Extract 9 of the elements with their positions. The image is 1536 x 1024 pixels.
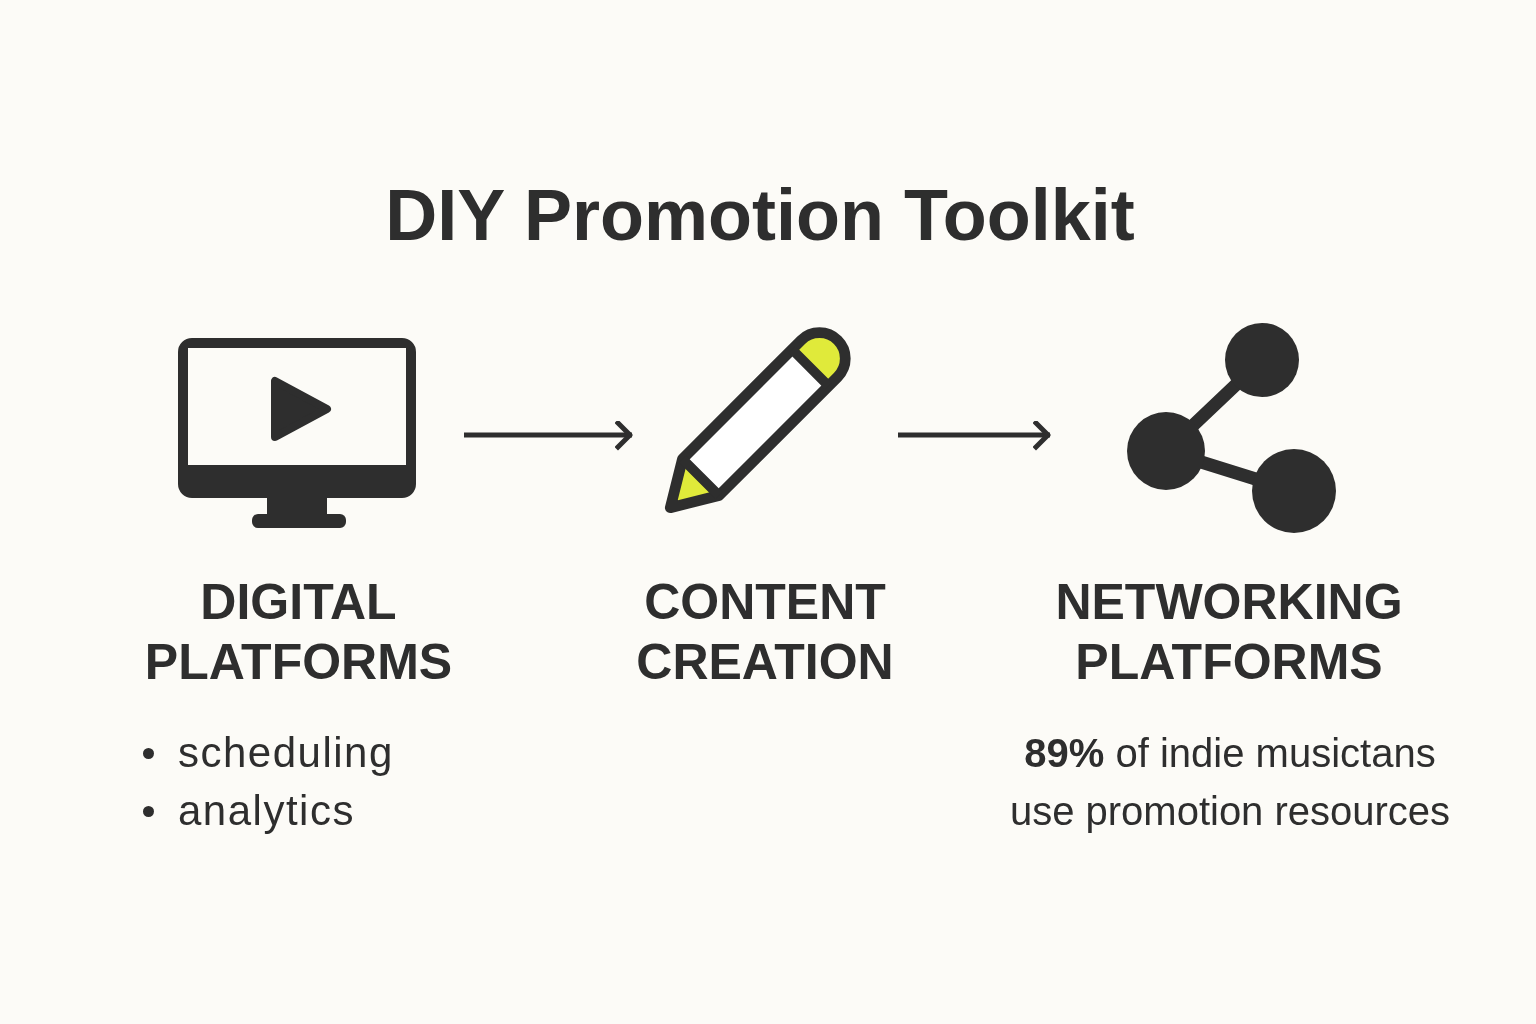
list-item-text: analytics bbox=[178, 786, 355, 836]
step-heading: CONTENT CREATION bbox=[635, 573, 895, 692]
step-heading: NETWORKING PLATFORMS bbox=[1054, 573, 1404, 692]
title: DIY Promotion Toolkit bbox=[385, 174, 1135, 257]
list-item-text: scheduling bbox=[178, 728, 394, 778]
arrow bbox=[898, 420, 1051, 450]
step-heading: DIGITAL PLATFORMS bbox=[143, 573, 454, 692]
arrow bbox=[464, 420, 633, 450]
stat-text: 89% of indie musictans use promotion resources bbox=[1008, 730, 1452, 835]
